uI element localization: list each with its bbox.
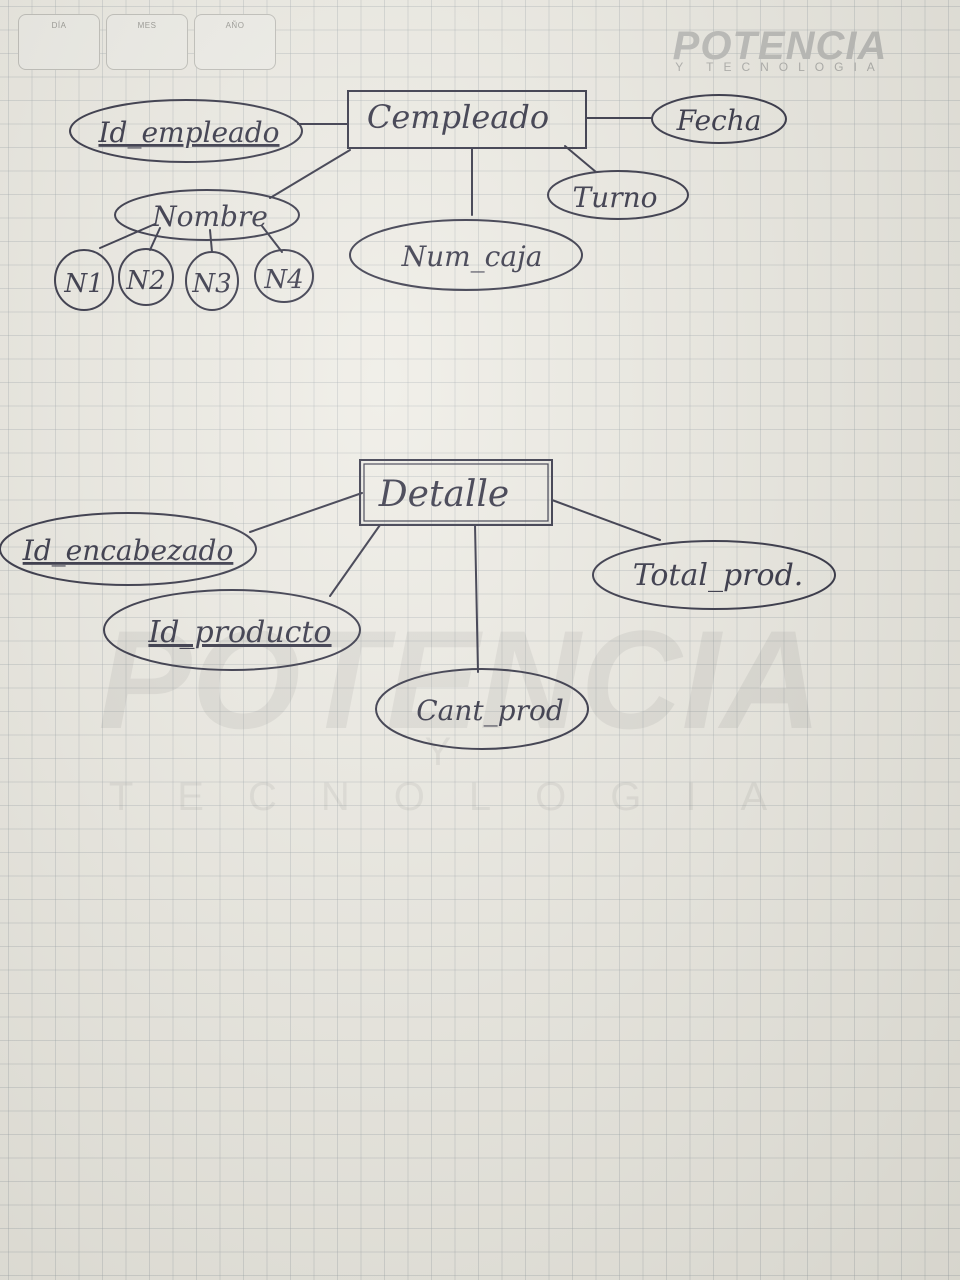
- entity-detalle-name: Detalle: [378, 474, 509, 515]
- attr-id-empleado: Id_empleado: [97, 116, 279, 149]
- attr-id-producto: Id_producto: [147, 615, 331, 650]
- date-label-month: MES: [137, 21, 157, 30]
- attr-turno: Turno: [573, 181, 658, 214]
- attr-ellipse-total-prod: [592, 540, 836, 610]
- date-box-month: MES: [106, 14, 188, 70]
- brand-logo: POTENCIA Y TECNOLOGIA: [640, 26, 920, 76]
- attr-ellipse-n4: [254, 249, 314, 303]
- date-label-day: DÍA: [51, 21, 67, 30]
- watermark-subtitle: Y TECNOLOGIA: [108, 730, 812, 819]
- connector-nombre-n2: [149, 227, 161, 251]
- attr-fecha: Fecha: [676, 104, 762, 137]
- attr-total-prod: Total_prod.: [633, 558, 804, 593]
- date-box-day: DÍA: [18, 14, 100, 70]
- connector-nombre-n3: [209, 229, 213, 253]
- attr-ellipse-n1: [54, 249, 114, 311]
- connector-detalle-idproducto: [329, 524, 381, 597]
- attr-ellipse-nombre: [114, 189, 300, 241]
- attr-n4: N4: [263, 265, 303, 295]
- watermark: POTENCIA Y TECNOLOGIA: [50, 601, 870, 820]
- entity-detalle-box: [359, 459, 553, 526]
- attr-ellipse-turno: [547, 170, 689, 220]
- connector-detalle-totalprod: [551, 499, 661, 541]
- attr-ellipse-num-caja: [349, 219, 583, 291]
- attr-ellipse-n3: [185, 251, 239, 311]
- attr-cant-prod: Cant_prod: [416, 694, 564, 727]
- attr-n2: N2: [125, 266, 165, 296]
- attr-num-caja: Num_caja: [401, 240, 543, 273]
- attr-ellipse-id-encabezado: [0, 512, 257, 586]
- connector-detalle-cantprod: [474, 524, 479, 673]
- attr-ellipse-fecha: [651, 94, 787, 144]
- connector-detalle-idencabezado: [249, 492, 363, 533]
- attr-ellipse-n2: [118, 248, 174, 306]
- attr-id-encabezado: Id_encabezado: [22, 534, 234, 567]
- connector-empleado-turno: [564, 145, 597, 173]
- date-label-year: AÑO: [225, 21, 245, 30]
- entity-empleado-name: Cempleado: [367, 98, 549, 136]
- connector-nombre-n1: [99, 223, 156, 249]
- connector-nombre-n4: [261, 225, 283, 253]
- attr-ellipse-id-empleado: [69, 99, 303, 163]
- entity-detalle-inner-box: [363, 463, 549, 522]
- attr-ellipse-id-producto: [103, 589, 361, 671]
- attr-n3: N3: [191, 269, 231, 299]
- brand-subtitle: Y TECNOLOGIA: [675, 60, 885, 74]
- watermark-title: POTENCIA: [98, 601, 822, 758]
- date-box-year: AÑO: [194, 14, 276, 70]
- attr-ellipse-cant-prod: [375, 668, 589, 750]
- attr-nombre: Nombre: [151, 200, 268, 233]
- brand-title: POTENCIA: [672, 24, 888, 68]
- attr-n1: N1: [63, 269, 103, 299]
- connector-empleado-nombre: [269, 149, 351, 199]
- entity-empleado-box: [347, 90, 587, 149]
